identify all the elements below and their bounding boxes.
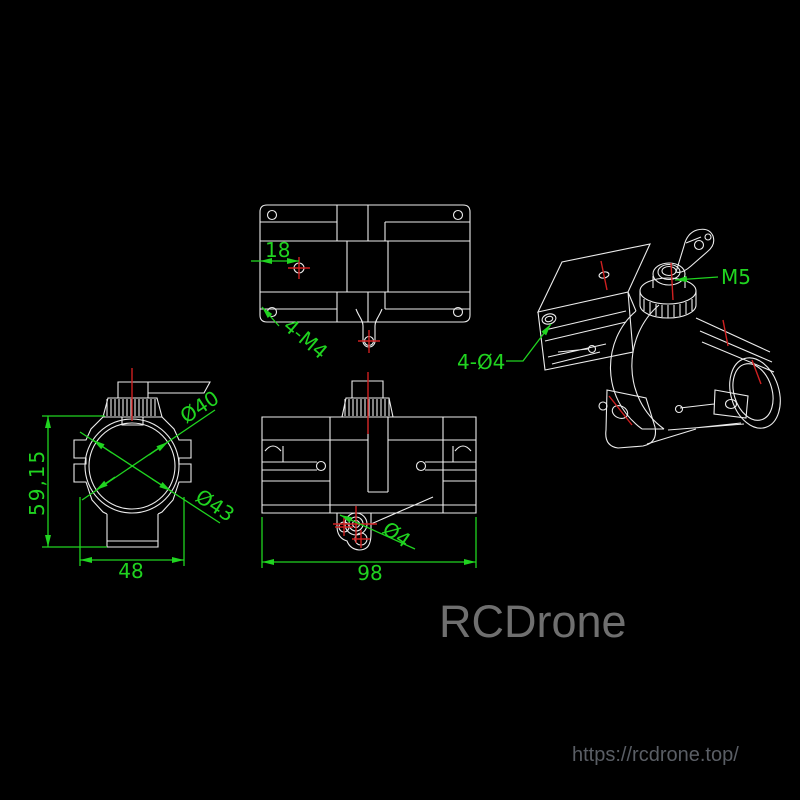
- top-view-inner-lines: [260, 205, 470, 322]
- thumb-knob: [639, 262, 697, 319]
- side-view: [261, 372, 477, 551]
- leader-line: [339, 514, 416, 550]
- dim-length: 98: [261, 517, 477, 585]
- callout-m5: M5: [674, 265, 751, 289]
- inner-circle: [88, 422, 176, 510]
- mount-hole-callout-label: 4-Ø4: [457, 350, 505, 374]
- knob-boss: [652, 262, 686, 286]
- isometric-view: [537, 228, 781, 449]
- dim-arrow: [95, 476, 116, 491]
- extension-lines: [42, 415, 107, 548]
- lever-hole: [693, 239, 705, 251]
- end-bolt-bore: [544, 315, 554, 323]
- dim-hole-offset: 18: [251, 238, 299, 264]
- slot-pin: [415, 460, 427, 472]
- knob-thread-callout-label: M5: [721, 265, 751, 289]
- width-label: 48: [118, 559, 143, 583]
- top-view: [259, 204, 471, 353]
- rail-pin: [587, 344, 597, 354]
- lever-paddle: [675, 228, 715, 273]
- corner-hole: [452, 209, 464, 221]
- length-label: 98: [357, 561, 382, 585]
- knurl-top: [639, 277, 697, 305]
- height-label: 59,15: [25, 449, 49, 516]
- dim-arrow: [92, 439, 113, 454]
- dim-width: 48: [79, 497, 185, 583]
- inner-diameter-label: Ø40: [176, 386, 224, 429]
- watermark: RCDrone: [439, 596, 627, 647]
- tube-body: [646, 317, 775, 445]
- knob-bore: [661, 265, 677, 277]
- slot-pin: [315, 460, 327, 472]
- top-view-outline: [259, 204, 471, 323]
- tube-end-inner: [732, 363, 774, 421]
- corner-hole: [266, 209, 278, 221]
- rail-grooves: [544, 310, 627, 365]
- dim-height: 59,15: [25, 415, 107, 548]
- bottom-arm: [605, 389, 657, 449]
- callout-4d4: 4-Ø4: [457, 323, 552, 374]
- leader-line: [506, 323, 552, 362]
- lever-hole: [704, 233, 712, 241]
- iso-center-marks: [600, 260, 762, 426]
- extension-lines: [79, 497, 185, 566]
- dim-arrow: [151, 478, 172, 492]
- leader-line: [261, 306, 280, 327]
- leader-line: [674, 276, 719, 283]
- lug-hole: [724, 398, 738, 410]
- bottom-tab: [336, 513, 372, 551]
- arm-hole: [611, 405, 629, 419]
- site-url: https://rcdrone.top/: [572, 744, 739, 766]
- arm-small-hole: [598, 401, 608, 411]
- dim-hole-offset-label: 18: [265, 238, 290, 262]
- tube-lug: [679, 389, 749, 419]
- center-mark-crosses: [288, 257, 380, 353]
- body-outline: [261, 416, 477, 525]
- lug-pin: [674, 404, 684, 414]
- tab-center-marks: [333, 506, 377, 548]
- dim-arrow: [148, 441, 169, 456]
- knurl-ridges: [106, 399, 156, 416]
- front-view: [73, 368, 211, 548]
- knob-knurl-ridges: [344, 399, 390, 416]
- clamp-ring-band: [610, 304, 665, 430]
- callout-4m4: 4-M4: [261, 306, 333, 364]
- corner-hole: [452, 306, 464, 318]
- end-bolt-boss: [541, 313, 557, 325]
- dim-inner-diameter: Ø40: [81, 386, 224, 501]
- corner-thread-callout-label: 4-M4: [279, 313, 333, 363]
- knurl-teeth: [643, 299, 693, 318]
